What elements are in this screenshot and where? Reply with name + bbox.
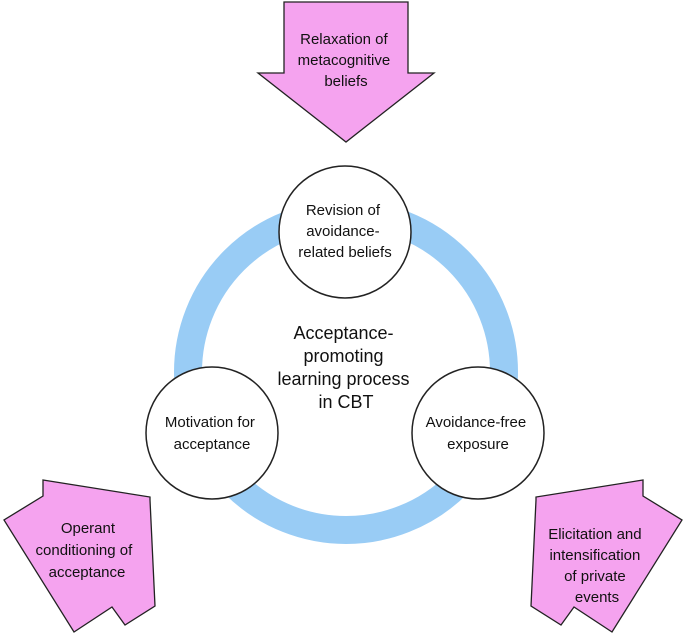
arrow-elicitation-label: Elicitation and intensification of priva…: [548, 526, 646, 606]
arrow-operant-label: Operant conditioning of acceptance: [36, 520, 137, 581]
node-exposure: Avoidance-free exposure: [411, 366, 545, 500]
node-revision-circle: [278, 165, 412, 299]
arrow-relaxation-line-2: metacognitive: [298, 52, 391, 69]
center-title-line-3: learning process: [277, 369, 409, 389]
node-exposure-circle: [411, 366, 545, 500]
arrow-elicitation-line-2: intensification: [549, 547, 640, 564]
center-title-line-4: in CBT: [318, 392, 373, 412]
arrow-elicitation-shape: [530, 479, 683, 633]
arrow-relaxation-shape: [256, 1, 436, 143]
node-revision-line-2: avoidance-: [306, 223, 379, 240]
node-motivation-circle: [145, 366, 279, 500]
arrow-operant-shape: [3, 479, 156, 633]
arrow-relaxation-line-3: beliefs: [324, 73, 367, 90]
arrow-elicitation-line-1: Elicitation and: [548, 526, 641, 543]
node-revision-line-3: related beliefs: [298, 244, 391, 261]
arrow-relaxation-label: Relaxation of metacognitive beliefs: [298, 31, 395, 90]
arrow-elicitation: Elicitation and intensification of priva…: [530, 479, 683, 633]
node-exposure-label: Avoidance-free exposure: [426, 414, 531, 453]
center-title-line-1: Acceptance-: [293, 323, 393, 343]
node-exposure-line-1: Avoidance-free: [426, 414, 527, 431]
arrow-operant-line-2: conditioning of: [36, 542, 134, 559]
arrow-relaxation-line-1: Relaxation of: [300, 31, 388, 48]
center-title-line-2: promoting: [303, 346, 383, 366]
node-exposure-line-2: exposure: [447, 436, 509, 453]
node-revision-label: Revision of avoidance- related beliefs: [298, 202, 391, 261]
arrow-relaxation: Relaxation of metacognitive beliefs: [256, 1, 436, 143]
node-motivation-label: Motivation for acceptance: [165, 414, 259, 453]
arrow-operant: Operant conditioning of acceptance: [3, 479, 156, 633]
node-revision: Revision of avoidance- related beliefs: [278, 165, 412, 299]
center-title: Acceptance- promoting learning process i…: [277, 323, 414, 412]
node-motivation: Motivation for acceptance: [145, 366, 279, 500]
node-revision-line-1: Revision of: [306, 202, 381, 219]
arrow-elicitation-line-3: of private: [564, 568, 626, 585]
node-motivation-line-1: Motivation for: [165, 414, 255, 431]
node-motivation-line-2: acceptance: [174, 436, 251, 453]
arrow-operant-line-3: acceptance: [49, 564, 126, 581]
arrow-elicitation-line-4: events: [575, 589, 619, 606]
arrow-operant-line-1: Operant: [61, 520, 116, 537]
